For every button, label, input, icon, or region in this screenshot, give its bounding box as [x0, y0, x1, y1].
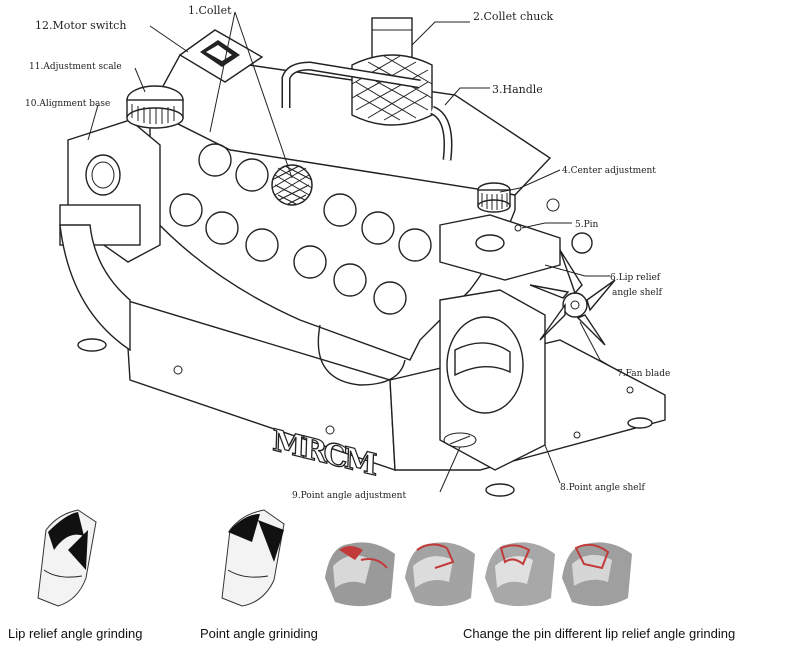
- point-angle-shelf: [439, 289, 546, 471]
- lip-relief-angle-shelf: [439, 198, 561, 281]
- label-collet: 1.Collet: [188, 4, 232, 17]
- handle-icon: [281, 61, 453, 161]
- label-collet-chuck: 2.Collet chuck: [473, 10, 553, 23]
- adjustment-scale-knob-icon: [126, 85, 184, 129]
- collet-icon: [271, 164, 313, 206]
- caption-change-pin: Change the pin different lip relief angl…: [463, 626, 736, 641]
- power-cord: [317, 324, 406, 386]
- cover-holes: [169, 143, 432, 315]
- point-angle-drill-tip-icon: [221, 509, 285, 607]
- label-center-adjustment: 4.Center adjustment: [562, 166, 656, 176]
- lip-relief-drill-tip-icon: [37, 509, 97, 607]
- drill-tip-photo-1: [325, 542, 395, 607]
- label-motor-switch: 12.Motor switch: [35, 19, 126, 32]
- label-point-angle-shelf: 8.Point angle shelf: [560, 483, 645, 493]
- label-lip-relief-shelf: angle shelf: [612, 288, 663, 298]
- label-alignment-base: 10.Alignment base: [25, 99, 110, 109]
- label-point-angle-adjustment: 9.Point angle adjustment: [292, 491, 406, 501]
- drill-tip-photo-4: [562, 542, 632, 607]
- fan-blade-icon: [529, 232, 616, 346]
- caption-lip-relief: Lip relief angle grinding: [8, 626, 143, 641]
- center-adjustment-knob-icon: [477, 182, 511, 213]
- label-lip-relief: 6.Lip relief: [610, 273, 661, 283]
- caption-point-angle: Point angle griniding: [200, 626, 318, 641]
- callout-lines: [87, 11, 621, 493]
- label-fan-blade: 7.Fan blade: [617, 369, 670, 379]
- label-pin: 5.Pin: [575, 220, 599, 230]
- label-handle: 3.Handle: [492, 83, 543, 96]
- label-adjustment-scale: 11.Adjustment scale: [29, 62, 122, 72]
- drill-tip-photos: [325, 542, 632, 607]
- drill-tip-photo-2: [405, 542, 475, 607]
- callout-labels: 1.Collet 2.Collet chuck 3.Handle 4.Cente…: [25, 4, 670, 501]
- drill-tip-photo-3: [485, 542, 555, 607]
